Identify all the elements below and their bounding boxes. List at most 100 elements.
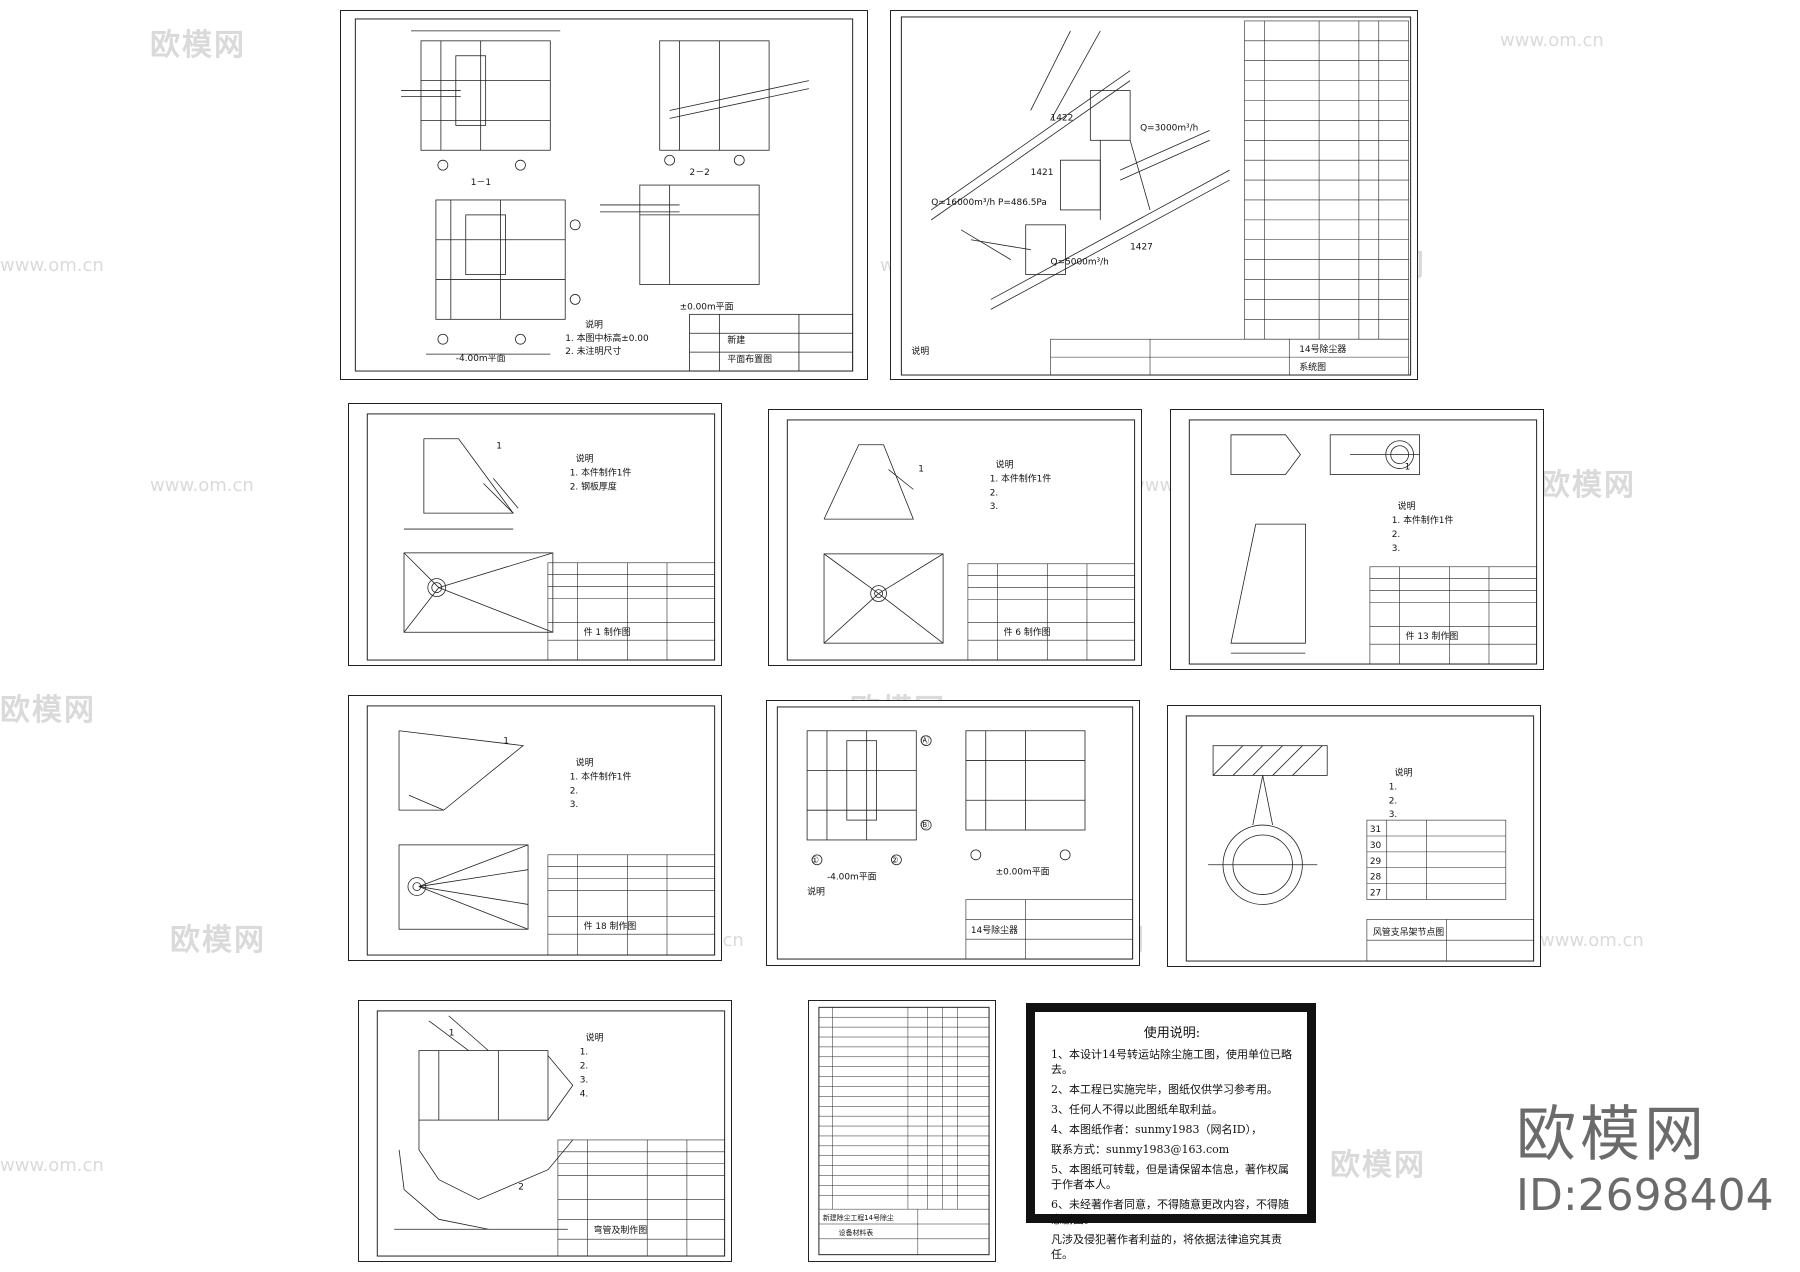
watermark-logo: 欧模网 xyxy=(1330,1148,1426,1183)
note-line: 2. 未注明尺寸 xyxy=(565,345,621,357)
sheet-drawing: 1 说明 1. 本件制作1件 2. 钢板厚度 件 1 制作图 xyxy=(366,413,716,661)
title-block-text: 14号除尘器 xyxy=(1299,343,1346,355)
notes-heading: 说明 xyxy=(576,756,594,768)
note-line: 3. xyxy=(570,800,579,810)
notice-line: 凡涉及侵犯著作者利益的，将依据法律追究其责任。 xyxy=(1051,1233,1282,1261)
usage-notice: 使用说明: 1、本设计14号转运站除尘施工图，使用单位已略去。 2、本工程已实施… xyxy=(1026,1003,1316,1261)
sheet-drawing: 1 说明 1. 本件制作1件 2. 3. 件 6 制作图 xyxy=(786,419,1136,661)
note-line: 2. 钢板厚度 xyxy=(570,480,617,492)
notes-heading: 说明 xyxy=(911,345,929,357)
watermark-url: www.om.cn xyxy=(1540,930,1644,951)
table-cell: 27 xyxy=(1370,889,1381,899)
notes-heading: 说明 xyxy=(996,459,1014,471)
title-block-text: 件 1 制作图 xyxy=(584,626,631,638)
sheet-drawing: 1－1 2－2 -4.00m平面 ±0.00m平面 说明 1. 本图中标高±0.… xyxy=(354,18,854,372)
note-line: 1. xyxy=(1389,782,1398,792)
sheet-drawing: 1 说明 1. 本件制作1件 2. 3. 件 13 制作图 xyxy=(1188,419,1538,665)
plan-label: ±0.00m平面 xyxy=(996,867,1050,878)
watermark-logo: 欧模网 xyxy=(1540,468,1636,503)
table-cell: 28 xyxy=(1370,873,1382,883)
note-line: 2. xyxy=(990,488,999,498)
title-block-text: 风管支吊架节点图 xyxy=(1373,926,1444,938)
drawing-sheet-part1: 1 说明 1. 本件制作1件 2. 钢板厚度 件 1 制作图 xyxy=(348,403,722,666)
note-line: 2. xyxy=(570,786,579,796)
note-line: 1. 本件制作1件 xyxy=(990,472,1052,484)
drawing-sheet-system: Q=16000m³/h P=486.5Pa Q=3000m³/h Q=5000m… xyxy=(890,10,1418,380)
note-line: 3. xyxy=(580,1075,589,1085)
flow-label: Q=3000m³/h xyxy=(1140,123,1198,133)
notes-heading: 说明 xyxy=(1395,766,1413,778)
title-block-text: 件 18 制作图 xyxy=(584,920,637,932)
title-block-text: 系统图 xyxy=(1299,361,1326,373)
note-line: 3. xyxy=(1389,810,1398,820)
plan-label: ±0.00m平面 xyxy=(680,301,734,312)
duct-label: 1421 xyxy=(1031,168,1054,178)
part-label: 1 xyxy=(496,442,502,452)
watermark-url: www.om.cn xyxy=(150,475,254,496)
title-block-text: 新建 xyxy=(727,334,745,346)
drawing-sheet-part13: 1 说明 1. 本件制作1件 2. 3. 件 13 制作图 xyxy=(1170,409,1544,670)
watermark-logo: 欧模网 xyxy=(150,28,246,63)
table-cell: 29 xyxy=(1370,857,1382,867)
notice-line: 5、本图纸可转载，但是请保留本信息，著作权属于作者本人。 xyxy=(1051,1163,1289,1191)
brand-logo: 欧模网 xyxy=(1516,1100,1708,1170)
note-line: 3. xyxy=(990,502,999,512)
note-line: 4. xyxy=(580,1089,589,1099)
notes-heading: 说明 xyxy=(586,1032,604,1044)
notice-line: 1、本设计14号转运站除尘施工图，使用单位已略去。 xyxy=(1051,1048,1292,1076)
note-line: 1. 本件制作1件 xyxy=(570,770,632,782)
note-line: 3. xyxy=(1392,544,1401,554)
drawing-sheet-support: 说明 1. 2. 3. 31 30 29 28 27 风管支吊架节点图 xyxy=(1167,705,1541,967)
note-line: 1. 本件制作1件 xyxy=(570,466,632,478)
notes-heading: 说明 xyxy=(807,886,825,898)
brand-id: ID:2698404 xyxy=(1516,1170,1774,1221)
note-line: 2. xyxy=(1392,530,1401,540)
title-block-text: 件 6 制作图 xyxy=(1004,626,1051,638)
title-block-text: 14号除尘器 xyxy=(971,924,1018,936)
table-cell: 30 xyxy=(1370,841,1382,851)
drawing-sheet-elbow: 1 2 说明 1. 2. 3. 4. 弯管及制作图 xyxy=(358,1000,732,1262)
sheet-drawing: 1 说明 1. 本件制作1件 2. 3. 件 18 制作图 xyxy=(366,705,716,956)
watermark-url: www.om.cn xyxy=(1500,30,1604,51)
part-label: 2 xyxy=(518,1183,524,1193)
title-block-text: 弯管及制作图 xyxy=(594,1224,648,1236)
sheet-drawing: 1 2 说明 1. 2. 3. 4. 弯管及制作图 xyxy=(376,1010,726,1257)
note-line: 1. 本图中标高±0.00 xyxy=(565,332,649,344)
notice-line: 3、任何人不得以此图纸牟取利益。 xyxy=(1051,1103,1223,1116)
watermark-url: www.om.cn xyxy=(0,255,104,276)
axis-label: ① xyxy=(811,856,819,866)
duct-label: 1427 xyxy=(1130,243,1153,253)
axis-label: ② xyxy=(890,856,898,866)
notice-line: 6、未经著作者同意，不得随意更改内容，不得随意删图。 xyxy=(1051,1198,1289,1226)
title-block-text: 新建除尘工程14号除尘 xyxy=(823,1213,894,1222)
part-label: 1 xyxy=(503,737,509,747)
title-block-text: 平面布置图 xyxy=(727,353,772,365)
watermark-logo: 欧模网 xyxy=(0,693,96,728)
sheet-drawing: Q=16000m³/h P=486.5Pa Q=3000m³/h Q=5000m… xyxy=(900,16,1412,376)
sheet-drawing: 新建除尘工程14号除尘 设备材料表 xyxy=(818,1006,990,1256)
sheet-drawing: 说明 1. 2. 3. 31 30 29 28 27 风管支吊架节点图 xyxy=(1185,715,1535,962)
notice-line: 4、本图纸作者：sunmy1983（网名ID）， xyxy=(1051,1123,1263,1136)
drawing-sheet-material-list: 新建除尘工程14号除尘 设备材料表 xyxy=(808,1000,996,1262)
plan-label: -4.00m平面 xyxy=(456,353,506,364)
flow-label: Q=5000m³/h xyxy=(1051,258,1109,268)
flow-label: Q=16000m³/h P=486.5Pa xyxy=(931,198,1047,208)
watermark-url: www.om.cn xyxy=(0,1155,104,1176)
part-label: 1 xyxy=(449,1029,455,1039)
drawing-sheet-part18: 1 说明 1. 本件制作1件 2. 3. 件 18 制作图 xyxy=(348,695,722,961)
drawing-sheet-detail: ① ② Ⓐ Ⓑ -4.00m平面 ±0.00m平面 说明 14号除尘器 xyxy=(766,700,1140,966)
title-block-text: 件 13 制作图 xyxy=(1406,630,1459,642)
drawing-sheet-plan: 1－1 2－2 -4.00m平面 ±0.00m平面 说明 1. 本图中标高±0.… xyxy=(340,10,868,380)
watermark-logo: 欧模网 xyxy=(170,923,266,958)
drawing-sheet-part6: 1 说明 1. 本件制作1件 2. 3. 件 6 制作图 xyxy=(768,409,1142,666)
notes-heading: 说明 xyxy=(585,318,603,330)
note-line: 1. xyxy=(580,1048,589,1058)
section-label: 2－2 xyxy=(690,168,710,178)
note-line: 2. xyxy=(580,1061,589,1071)
note-line: 2. xyxy=(1389,796,1398,806)
notice-line: 2、本工程已实施完毕，图纸仅供学习参考用。 xyxy=(1051,1083,1278,1096)
note-line: 1. 本件制作1件 xyxy=(1392,514,1454,526)
part-label: 1 xyxy=(1405,463,1411,473)
duct-label: 1422 xyxy=(1051,113,1074,123)
notes-heading: 说明 xyxy=(1398,500,1416,512)
